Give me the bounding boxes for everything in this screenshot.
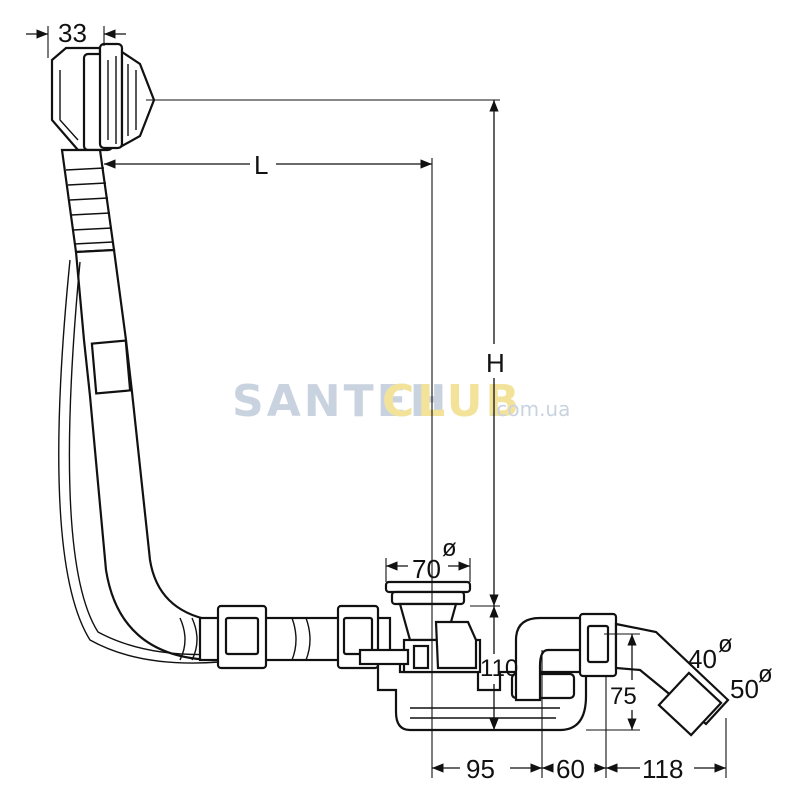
watermark: SANTEH CLUB .com.ua <box>232 376 570 427</box>
overflow-head <box>50 42 156 152</box>
dim-outlet-diameter-2-label: 50 <box>730 674 759 704</box>
dim-outlet-diameters: 40 ø 50 ø <box>688 631 773 704</box>
dim-drain-diameter-label: 70 <box>412 554 441 584</box>
dim-overflow-width-label: 33 <box>58 18 87 48</box>
watermark-brand-b: CLUB <box>382 376 522 427</box>
watermark-brand-a: SANTEH <box>232 376 449 427</box>
dim-length-label: L <box>254 150 268 180</box>
dim-outlet-diameter-1-label: 40 <box>688 644 717 674</box>
dim-drain-diameter-symbol: ø <box>442 535 457 562</box>
dim-drain-height: 110 <box>470 606 518 731</box>
horizontal-connector-pipe <box>179 604 392 670</box>
dim-outlet-diameter-1-symbol: ø <box>718 631 733 658</box>
dim-drain-diameter: 70 ø <box>385 535 471 584</box>
dim-overflow-width: 33 <box>26 18 126 58</box>
dim-outlet-height: 75 <box>586 633 640 731</box>
dim-spacing-b-label: 60 <box>556 754 585 784</box>
dim-outlet-height-label: 75 <box>610 683 637 710</box>
overflow-pipe <box>58 248 221 664</box>
dim-outlet-diameter-2-symbol: ø <box>758 661 773 688</box>
dim-spacing-c-label: 118 <box>642 754 683 784</box>
dim-spacing-a-label: 95 <box>466 754 495 784</box>
outlet-elbow <box>514 612 730 737</box>
dim-length: L <box>104 150 433 778</box>
dim-height-label: H <box>486 348 505 378</box>
overflow-flex-hose <box>60 148 116 254</box>
dim-height: H <box>146 99 505 607</box>
watermark-domain: .com.ua <box>490 397 570 421</box>
dim-drain-height-label: 110 <box>480 655 518 682</box>
dim-bottom-spacings: 95 60 118 <box>432 650 727 784</box>
